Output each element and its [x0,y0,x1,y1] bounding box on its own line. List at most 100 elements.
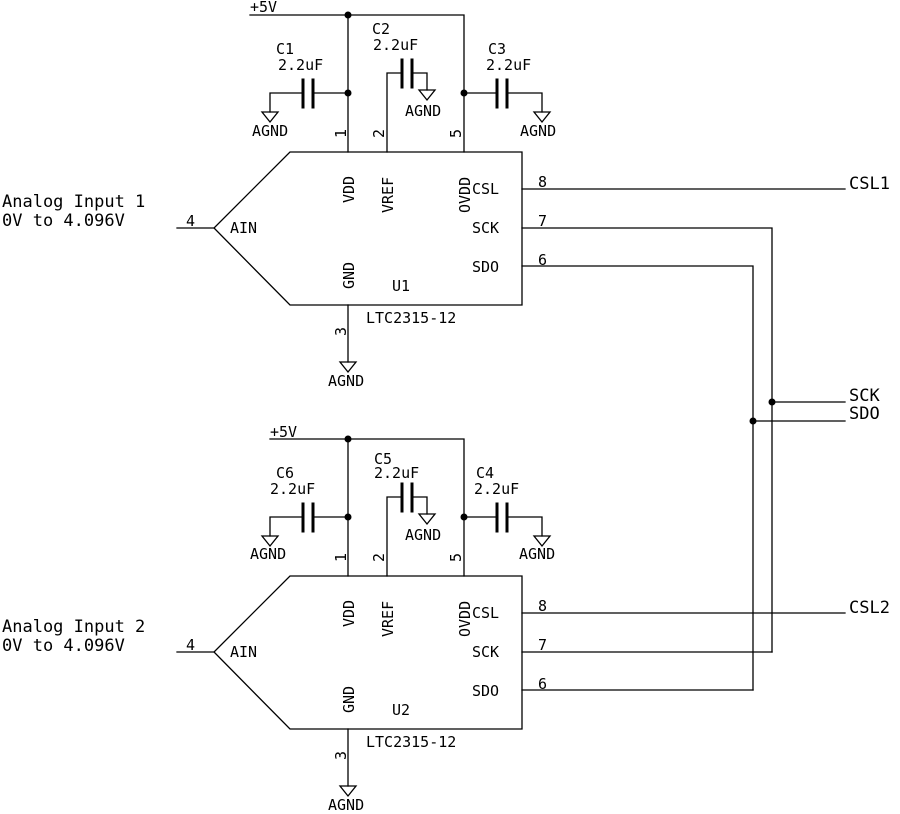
agnd-symbol [417,513,437,526]
u1-sck-wire [521,227,773,653]
u1-c3-gnd-label: AGND [520,122,556,140]
u2-vdd-label: VDD [340,600,358,627]
u2-c6-gnd-label: AGND [250,545,286,563]
u2-ovdd-label: OVDD [456,601,474,637]
agnd-symbol [260,111,280,124]
u2-c5-ref: C5 [374,450,392,468]
u2-c5-gnd-label: AGND [405,526,441,544]
u1-pin7-num: 7 [538,212,547,230]
u2-c4-gnd-label: AGND [519,545,555,563]
u1-c1-wiring [269,92,349,113]
u1-sdo-wire [521,265,754,691]
u1-part: LTC2315-12 [366,309,456,327]
u1-csl-net-label: CSL1 [849,174,890,194]
u2-c6-ref: C6 [276,464,294,482]
u2-pin2-num: 2 [370,553,388,562]
u2-pin3-num: 3 [332,751,350,760]
u2-part: LTC2315-12 [366,733,456,751]
u1-c2-value: 2.2uF [373,36,418,54]
u2-body [213,575,523,730]
u1-c1-value: 2.2uF [278,56,323,74]
u1-body [213,151,523,306]
u1-supply-label: +5V [250,0,277,16]
u1-rail-junction [344,11,352,19]
u1-pin8-num: 8 [538,173,547,191]
u2-c4-ref: C4 [476,464,494,482]
u2-c6-symbol [301,502,315,533]
u1-ain-label: AIN [230,219,257,237]
agnd-symbol [417,89,437,102]
sdo-net-label: SDO [849,404,880,424]
unit-u1: +5V C1 2.2uF AGND C2 2.2uF AGND C3 2.2uF… [2,0,890,691]
u1-c1-ref: C1 [276,40,294,58]
u2-csl-net-label: CSL2 [849,598,890,618]
u1-gnd-ground-label: AGND [328,372,364,390]
u1-pin4-num: 4 [186,212,195,230]
u2-input-label: Analog Input 2 [2,617,145,637]
u2-vdd-junction [344,513,352,521]
sck-junction [768,398,776,406]
u2-pin1-num: 1 [332,553,350,562]
u1-gnd-label: GND [340,262,358,289]
u2-c6-wiring [269,516,349,537]
u2-supply-label: +5V [270,423,297,441]
agnd-symbol [338,785,358,798]
u2-ain-label: AIN [230,643,257,661]
u1-vdd-label: VDD [340,176,358,203]
u2-c6-value: 2.2uF [270,480,315,498]
u1-ovdd-label: OVDD [456,177,474,213]
unit-u2: +5V C6 2.2uF AGND C5 2.2uF AGND C4 2.2uF… [2,423,890,814]
u2-ref: U2 [392,701,410,719]
u1-pin5-num: 5 [447,129,465,138]
u1-sdo-label: SDO [472,258,499,276]
u2-supply-rail [269,438,465,577]
agnd-symbol [532,111,552,124]
u1-pin6-num: 6 [538,251,547,269]
u2-pin8-num: 8 [538,597,547,615]
shared-bus: SCK SDO [749,386,880,425]
u1-pin2-num: 2 [370,129,388,138]
u1-ovdd-junction [460,89,468,97]
u1-vref-label: VREF [379,177,397,213]
u1-c3-symbol [495,78,509,109]
u2-c4-symbol [495,502,509,533]
u2-c5-symbol [400,482,414,513]
agnd-symbol [338,361,358,374]
u2-gnd-label: GND [340,686,358,713]
u1-c3-wiring [463,92,543,113]
u2-c5-value: 2.2uF [374,464,419,482]
sdo-junction [749,417,757,425]
u2-sck-label: SCK [472,643,499,661]
u2-input-range: 0V to 4.096V [2,636,125,656]
u2-ovdd-junction [460,513,468,521]
u1-c2-gnd-label: AGND [405,102,441,120]
u2-rail-junction [344,435,352,443]
u1-pin1-num: 1 [332,129,350,138]
sck-net-label: SCK [849,386,880,406]
u1-input-range: 0V to 4.096V [2,211,125,231]
u1-c1-gnd-label: AGND [252,122,288,140]
agnd-symbol [532,535,552,548]
agnd-symbol [260,535,280,548]
u2-csl-label: CSL [472,604,499,622]
u2-c4-wiring [463,516,543,537]
u1-c3-value: 2.2uF [486,56,531,74]
u1-c2-symbol [400,58,414,89]
u2-c5-wiring [386,496,428,577]
u1-csl-label: CSL [472,180,499,198]
u1-c1-symbol [301,78,315,109]
u2-pin4-num: 4 [186,636,195,654]
u2-pin5-num: 5 [447,553,465,562]
u1-input-label: Analog Input 1 [2,192,145,212]
u1-vdd-junction [344,89,352,97]
u2-gnd-ground-label: AGND [328,796,364,814]
u2-sdo-label: SDO [472,682,499,700]
u2-pin7-num: 7 [538,636,547,654]
u1-c2-wiring [386,72,428,153]
u2-c4-value: 2.2uF [474,480,519,498]
u1-c3-ref: C3 [488,40,506,58]
u1-supply-rail [249,14,465,153]
u2-vref-label: VREF [379,601,397,637]
u1-pin3-num: 3 [332,327,350,336]
